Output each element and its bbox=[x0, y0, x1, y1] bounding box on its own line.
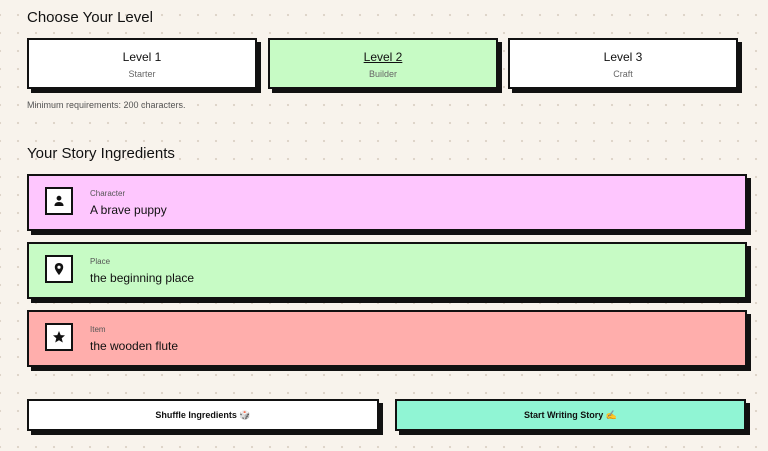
ingredient-character-card: Character A brave puppy bbox=[27, 174, 747, 231]
level-selector: Level 1 Starter Level 2 Builder Level 3 … bbox=[27, 38, 739, 92]
level-3-card[interactable]: Level 3 Craft bbox=[508, 38, 738, 89]
shuffle-ingredients-button[interactable]: Shuffle Ingredients 🎲 bbox=[27, 399, 379, 431]
ingredient-character-value: A brave puppy bbox=[90, 203, 167, 217]
ingredient-place-card: Place the beginning place bbox=[27, 242, 747, 299]
ingredient-place-label: Place bbox=[90, 257, 111, 266]
ingredient-place-value: the beginning place bbox=[90, 271, 195, 285]
ingredient-item-label: Item bbox=[90, 325, 106, 334]
level-1-card[interactable]: Level 1 Starter bbox=[27, 38, 257, 89]
person-icon bbox=[45, 187, 73, 215]
level-section-title: Choose Your Level bbox=[27, 9, 153, 26]
ingredient-character-label: Character bbox=[90, 189, 126, 198]
minimum-requirement-text: Minimum requirements: 200 characters. bbox=[27, 100, 186, 110]
location-pin-icon bbox=[45, 255, 73, 283]
level-3-name: Level 3 bbox=[603, 50, 643, 64]
ingredient-item-card: Item the wooden flute bbox=[27, 310, 747, 367]
level-2-name: Level 2 bbox=[363, 50, 403, 64]
ingredients-section-title: Your Story Ingredients bbox=[27, 145, 175, 162]
level-1-subtitle: Starter bbox=[128, 69, 156, 79]
star-icon bbox=[45, 323, 73, 351]
ingredient-item-value: the wooden flute bbox=[90, 339, 179, 353]
level-3-subtitle: Craft bbox=[613, 69, 633, 79]
level-2-subtitle: Builder bbox=[368, 69, 397, 79]
level-2-card[interactable]: Level 2 Builder bbox=[268, 38, 498, 89]
level-1-name: Level 1 bbox=[122, 50, 162, 64]
start-writing-story-button[interactable]: Start Writing Story ✍️ bbox=[395, 399, 746, 431]
